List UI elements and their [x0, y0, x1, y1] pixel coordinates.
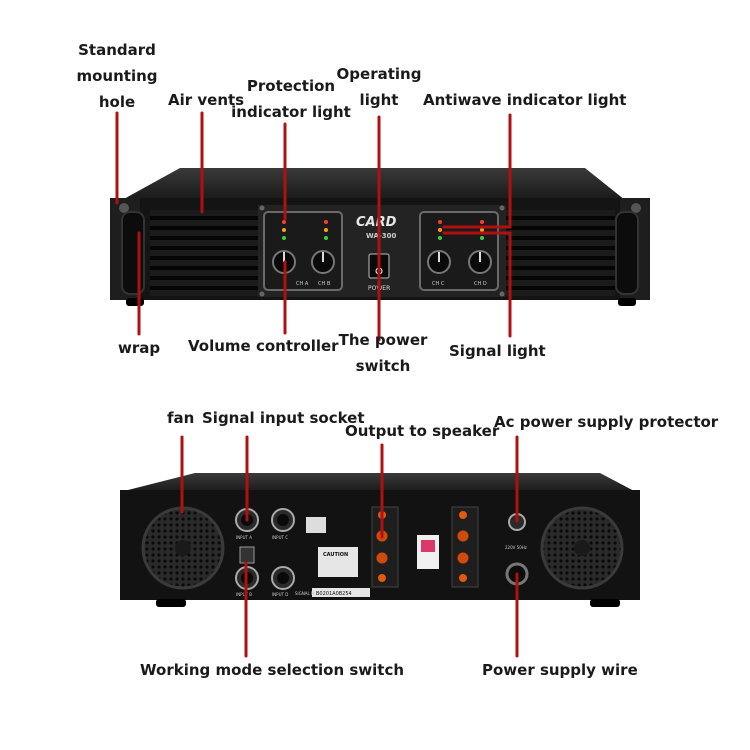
knob-label: CH B — [318, 281, 331, 287]
label-ac-protector: Ac power supply protector — [494, 409, 718, 435]
foot — [126, 298, 144, 306]
label-wrap: wrap — [118, 335, 160, 361]
label-volume-controller: Volume controller — [188, 333, 339, 359]
handle-right — [616, 212, 638, 294]
control-module-right — [420, 212, 498, 290]
label-operating-light: Operating light — [337, 61, 422, 113]
mode-selection-switch[interactable] — [240, 547, 254, 563]
volume-knob-icon[interactable] — [469, 251, 491, 273]
label-power-wire: Power supply wire — [482, 657, 638, 683]
knob-label: CH D — [474, 281, 487, 287]
foot — [618, 298, 636, 306]
input-label: INPUT B — [236, 592, 252, 597]
knob-label: CH C — [432, 281, 445, 287]
label-mode-switch: Working mode selection switch — [140, 657, 404, 683]
rear-top-cover — [120, 473, 636, 492]
handle-left — [122, 212, 144, 294]
air-vents-right — [505, 210, 615, 296]
model-number: WA-300 — [366, 232, 396, 240]
label-protection-light: Protection indicator light — [231, 73, 351, 125]
input-label: INPUT D — [272, 592, 288, 597]
xlr-input-socket-icon[interactable] — [272, 567, 294, 589]
label-antiwave-light: Antiwave indicator light — [423, 87, 626, 113]
xlr-input-socket-icon[interactable] — [272, 509, 294, 531]
label-signal-input: Signal input socket — [202, 405, 365, 431]
volume-knob-icon[interactable] — [312, 251, 334, 273]
speaker-terminal-group-right — [452, 507, 478, 587]
speaker-terminal-group-left — [372, 507, 398, 587]
label-signal-light: Signal light — [449, 338, 546, 364]
voltage-text: 220V 50Hz — [505, 545, 527, 550]
label-output-speaker: Output to speaker — [345, 418, 499, 444]
input-label: INPUT A — [236, 535, 252, 540]
label-mounting-hole: Standard mounting hole — [76, 37, 157, 115]
input-label: INPUT C — [272, 535, 288, 540]
brand-logo: CARD — [356, 215, 397, 230]
knob-label: CH A — [296, 281, 309, 287]
rear-amplifier: INPUT A INPUT C INPUT B INPUT D CAUTION … — [120, 473, 640, 607]
volume-knob-icon[interactable] — [428, 251, 450, 273]
air-vents-left — [150, 210, 258, 296]
label-fan: fan — [167, 405, 194, 431]
control-module-left — [264, 212, 342, 290]
signal-no-text: SIGNAL NO. — [295, 591, 318, 596]
label-power-switch: The power switch — [339, 327, 428, 379]
caution-text: CAUTION — [323, 552, 348, 558]
serial-text: B0201A0B254 — [316, 591, 352, 597]
top-cover — [122, 168, 625, 200]
